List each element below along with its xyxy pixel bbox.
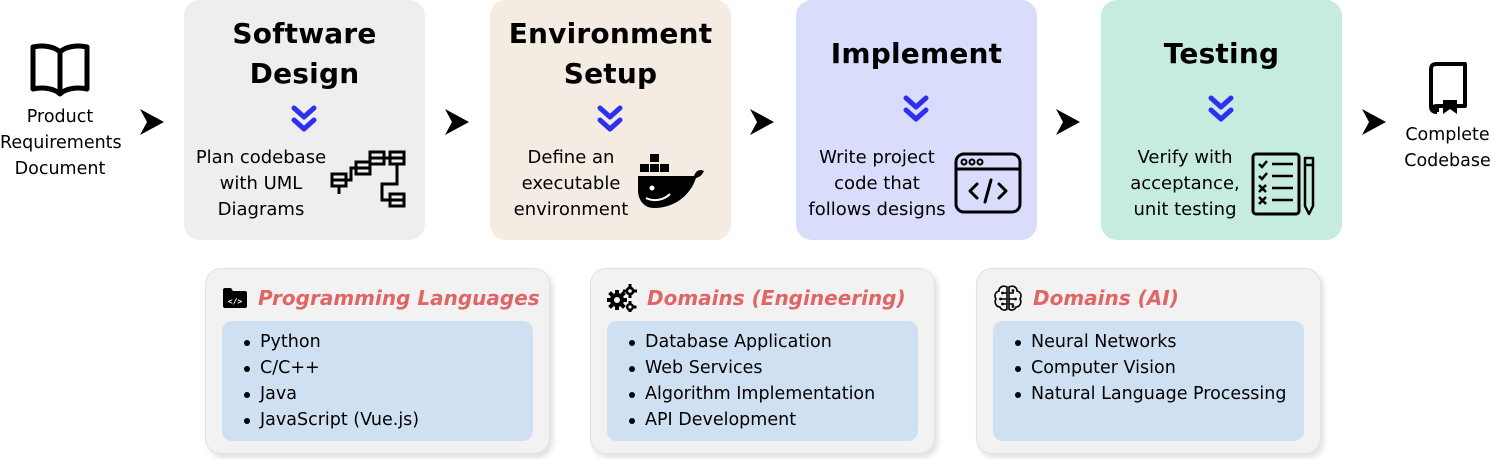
end-complete-codebase: Complete Codebase [1400, 62, 1495, 174]
docker-whale-icon [638, 154, 704, 208]
stage-title: Environment [508, 17, 713, 50]
open-book-icon [30, 43, 90, 97]
category-title: Domains (AI) [1033, 286, 1179, 310]
list-item: API Development [629, 407, 918, 433]
category-title: Programming Languages [258, 286, 540, 310]
stage-environment-setup: Environment Setup Define an executable e… [490, 0, 731, 240]
stage-title: Setup [563, 57, 658, 90]
start-label-line: Document [14, 159, 106, 179]
list-item: Web Services [629, 355, 918, 381]
category-header: Domains (Engineering) [607, 283, 906, 313]
start-label-line: Product [26, 107, 94, 127]
list-item: Neural Networks [1015, 329, 1304, 355]
list-item: C/C++ [244, 355, 533, 381]
chevron-down-icon [597, 105, 623, 132]
svg-text:</>: </> [228, 297, 243, 306]
category-list-panel: Neural Networks Computer Vision Natural … [993, 321, 1304, 441]
stage-title: Software [232, 17, 377, 50]
code-window-icon [954, 152, 1022, 214]
category-programming-languages: </> Programming Languages Python C/C++ J… [205, 268, 550, 454]
category-header: </> Programming Languages [222, 283, 540, 313]
desc-line: code that [834, 173, 920, 194]
end-label-line: Codebase [1404, 151, 1491, 171]
category-domains-ai: Domains (AI) Neural Networks Computer Vi… [976, 268, 1321, 454]
category-title: Domains (Engineering) [647, 286, 906, 310]
category-header: Domains (AI) [993, 283, 1179, 313]
flow-arrow-icon [1362, 109, 1386, 135]
start-label-line: Requirements [0, 133, 122, 153]
desc-line: environment [513, 199, 629, 220]
checklist-icon [1251, 152, 1315, 216]
flow-arrow-icon [140, 109, 164, 135]
gears-icon [607, 284, 637, 312]
desc-line: Plan codebase [195, 147, 327, 168]
code-folder-icon: </> [223, 288, 247, 308]
stage-title: Design [249, 57, 360, 90]
stage-title: Testing [1163, 37, 1280, 70]
list-item: Natural Language Processing [1015, 381, 1304, 407]
chevron-down-icon [291, 105, 317, 132]
stage-description: Define an executable environment [508, 145, 634, 223]
bookmark-book-icon [1428, 62, 1467, 114]
list-item: Java [244, 381, 533, 407]
desc-line: unit testing [1133, 199, 1237, 220]
stage-description: Plan codebase with UML Diagrams [194, 145, 328, 223]
category-list-panel: Database Application Web Services Algori… [607, 321, 918, 441]
category-domains-engineering: Domains (Engineering) Database Applicati… [590, 268, 935, 454]
desc-line: Verify with [1137, 147, 1233, 168]
brain-circuit-icon [994, 285, 1022, 311]
category-list-panel: Python C/C++ Java JavaScript (Vue.js) [222, 321, 533, 441]
stage-description: Verify with acceptance, unit testing [1123, 145, 1247, 223]
list-item: Python [244, 329, 533, 355]
category-list: Database Application Web Services Algori… [627, 329, 918, 433]
chevron-down-icon [903, 95, 929, 122]
stage-testing: Testing Verify with acceptance, unit tes… [1101, 0, 1342, 240]
desc-line: executable [521, 173, 621, 194]
stage-software-design: Software Design Plan codebase with UML D… [184, 0, 425, 240]
flow-arrow-icon [750, 109, 774, 135]
stage-title: Implement [830, 37, 1003, 70]
start-product-requirements: Product Requirements Document [0, 40, 122, 182]
desc-line: with UML [219, 173, 303, 194]
desc-line: Diagrams [217, 199, 305, 220]
list-item: Computer Vision [1015, 355, 1304, 381]
list-item: Algorithm Implementation [629, 381, 918, 407]
list-item: Database Application [629, 329, 918, 355]
chevron-down-icon [1208, 95, 1234, 122]
desc-line: Define an [527, 147, 615, 168]
stage-implement: Implement Write project code that follow… [796, 0, 1037, 240]
list-item: JavaScript (Vue.js) [244, 407, 533, 433]
desc-line: acceptance, [1130, 173, 1240, 194]
flow-arrow-icon [445, 109, 469, 135]
category-list: Neural Networks Computer Vision Natural … [1013, 329, 1304, 407]
uml-diagram-icon [330, 150, 406, 208]
desc-line: Write project [819, 147, 935, 168]
stage-description: Write project code that follows designs [802, 145, 952, 223]
end-label-line: Complete [1405, 125, 1490, 145]
desc-line: follows designs [808, 199, 946, 220]
category-list: Python C/C++ Java JavaScript (Vue.js) [242, 329, 533, 433]
flow-arrow-icon [1056, 109, 1080, 135]
